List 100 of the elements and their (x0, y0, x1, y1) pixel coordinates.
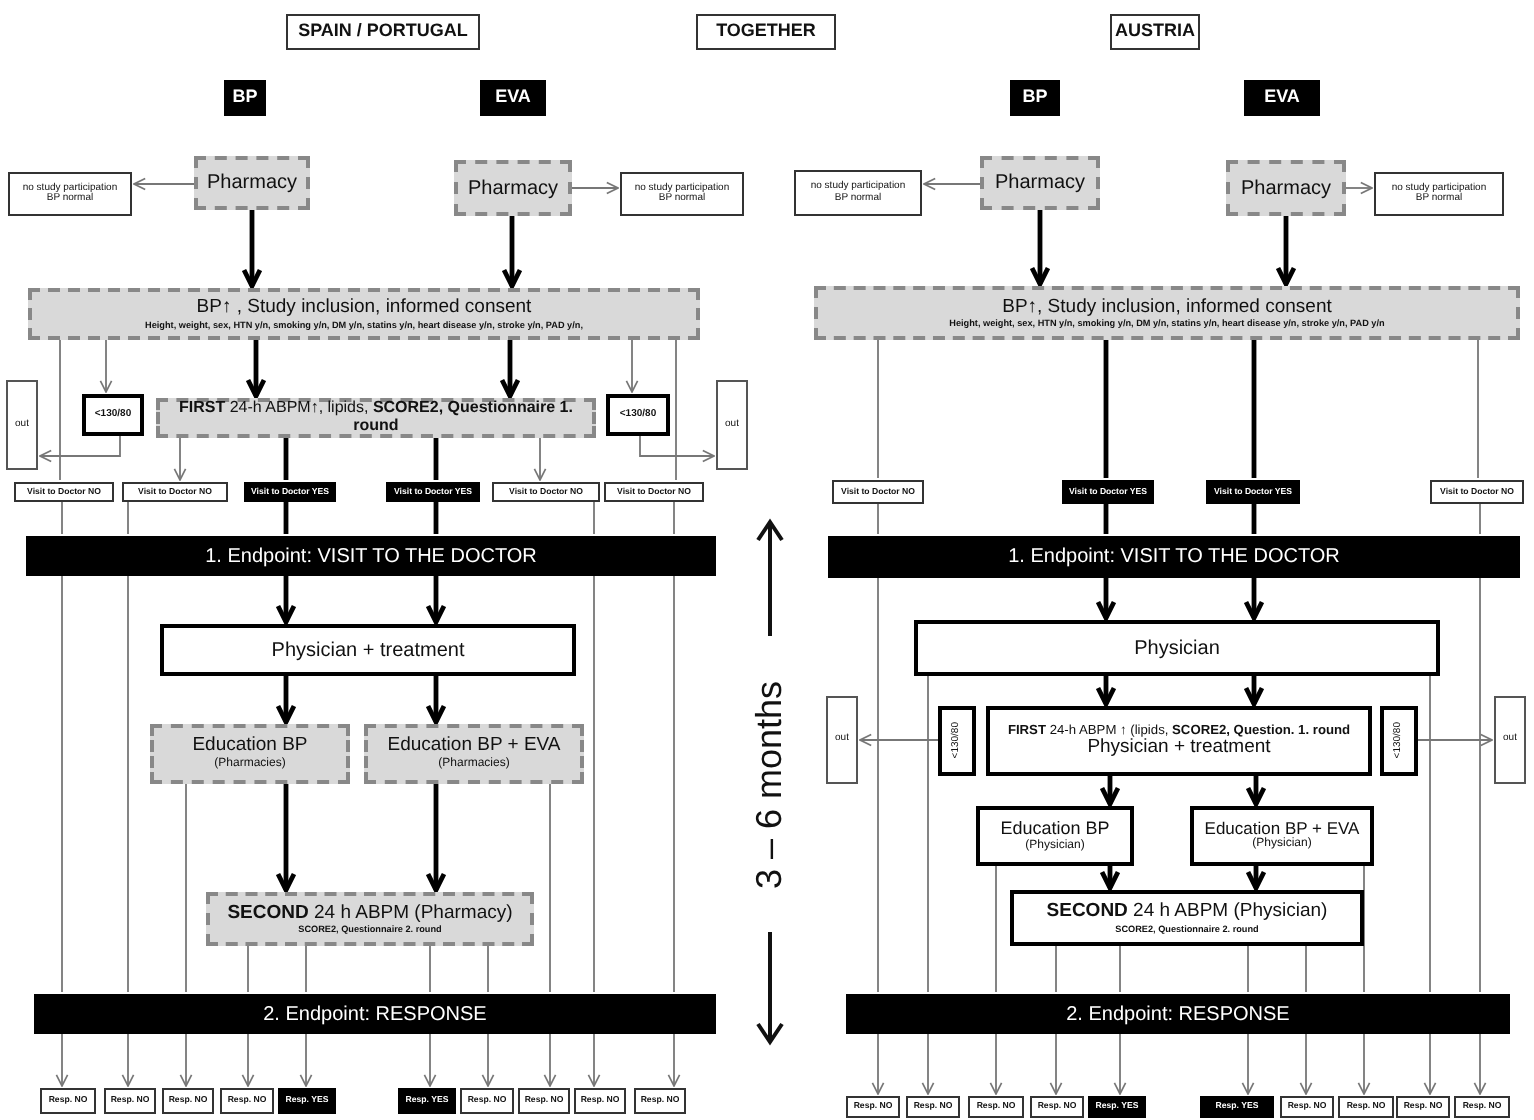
connector-line (593, 501, 595, 535)
arrow (1113, 1033, 1127, 1095)
connector-line (433, 438, 439, 480)
connector-line (1119, 945, 1121, 993)
group-label: EVA (480, 80, 546, 116)
connector-line (1479, 503, 1481, 535)
arrow (173, 437, 187, 481)
arrow (859, 733, 939, 747)
process-box (150, 724, 350, 784)
arrow (275, 784, 297, 893)
heading-text: SECOND 24 h ABPM (Physician) (1046, 902, 1328, 924)
group-label: EVA (1244, 80, 1320, 116)
arrow (501, 216, 523, 289)
arrow (1243, 578, 1265, 621)
arrow (571, 181, 619, 195)
arrow (299, 1033, 313, 1087)
arrow (1029, 210, 1051, 287)
connector-line (185, 783, 187, 993)
connector-line (127, 501, 129, 535)
arrow (179, 1033, 193, 1087)
connector-line (1055, 945, 1057, 993)
heading-text: Education BP + EVA (1204, 820, 1360, 839)
arrow (241, 210, 263, 289)
group-label: BP (224, 80, 266, 116)
arrow (55, 1033, 69, 1087)
arrow (481, 1033, 495, 1087)
heading-text: BP↑, Study inclusion, informed consent (1002, 297, 1332, 319)
connector-line (247, 945, 249, 993)
connector-line (487, 945, 489, 993)
arrow (425, 784, 447, 893)
connector-line (673, 501, 675, 535)
arrow (921, 1033, 935, 1095)
arrow (99, 339, 113, 393)
arrow (245, 340, 267, 399)
heading-text: SECOND 24 h ABPM (Pharmacy) (227, 903, 513, 925)
connector-line (127, 575, 129, 993)
connector-line (1477, 339, 1479, 479)
arrow (1473, 1033, 1487, 1095)
arrow (1245, 866, 1267, 891)
heading-text: Education BP (1000, 819, 1110, 839)
arrow (241, 1033, 255, 1087)
arrow (1245, 776, 1267, 807)
arrow (989, 1033, 1003, 1095)
connector-line (1247, 945, 1249, 993)
arrow (423, 1033, 437, 1087)
heading-text: BP↑ , Study inclusion, informed consent (196, 298, 532, 320)
connector-line (1479, 577, 1481, 993)
process-box (364, 724, 584, 784)
arrow (1243, 676, 1265, 707)
heading-box: TOGETHER (696, 14, 836, 50)
process-box: Pharmacy (454, 160, 572, 216)
connector-line (1103, 340, 1109, 478)
arrow (1423, 1033, 1437, 1095)
connector-line (1363, 865, 1365, 993)
arrow (1345, 181, 1373, 195)
arrow (1099, 776, 1121, 807)
process-box: FIRST 24-h ABPM↑, lipids, SCORE2, Questionnaire 1. round (156, 398, 596, 438)
connector-line (995, 865, 997, 993)
process-box: Physician + treatment (160, 624, 576, 676)
connector-line (675, 339, 677, 481)
arrow (133, 177, 195, 191)
connector-line (305, 945, 307, 993)
arrow (425, 676, 447, 725)
arrow (1099, 866, 1121, 891)
heading-text: Education BP (192, 736, 308, 757)
connector-line (283, 502, 289, 534)
arrow (275, 676, 297, 725)
arrow (425, 576, 447, 625)
connector-line (1305, 945, 1307, 993)
arrow (625, 339, 639, 393)
connector-line (1251, 504, 1257, 534)
arrow (499, 340, 521, 399)
arrow (667, 1033, 681, 1087)
time-span-label: 3 – 6 months (749, 679, 792, 889)
endpoint-band: 1. Endpoint: VISIT TO THE DOCTOR (26, 536, 716, 576)
arrow (639, 435, 715, 463)
connector-line (429, 945, 431, 993)
endpoint-band: 2. Endpoint: RESPONSE (34, 994, 716, 1034)
arrow (543, 1033, 557, 1087)
connector-line (1429, 675, 1431, 993)
detail-text: Physician + treatment (1087, 737, 1271, 759)
arrow (1241, 1033, 1255, 1095)
heading-text: Education BP + EVA (387, 736, 561, 757)
group-label: BP (1010, 80, 1060, 116)
arrow (275, 576, 297, 625)
connector-line (283, 438, 289, 480)
connector-line (61, 575, 63, 993)
heading-box: SPAIN / PORTUGAL (286, 14, 480, 50)
connector-line (877, 339, 879, 479)
process-box (976, 806, 1134, 866)
arrow (121, 1033, 135, 1087)
process-box (28, 288, 700, 340)
arrow (587, 1033, 601, 1087)
process-box (1190, 806, 1374, 866)
process-box: Physician (914, 620, 1440, 676)
endpoint-band: 2. Endpoint: RESPONSE (846, 994, 1510, 1034)
connector-line (877, 577, 879, 993)
arrow (39, 435, 121, 463)
process-box (206, 892, 534, 946)
connector-line (1251, 340, 1257, 478)
